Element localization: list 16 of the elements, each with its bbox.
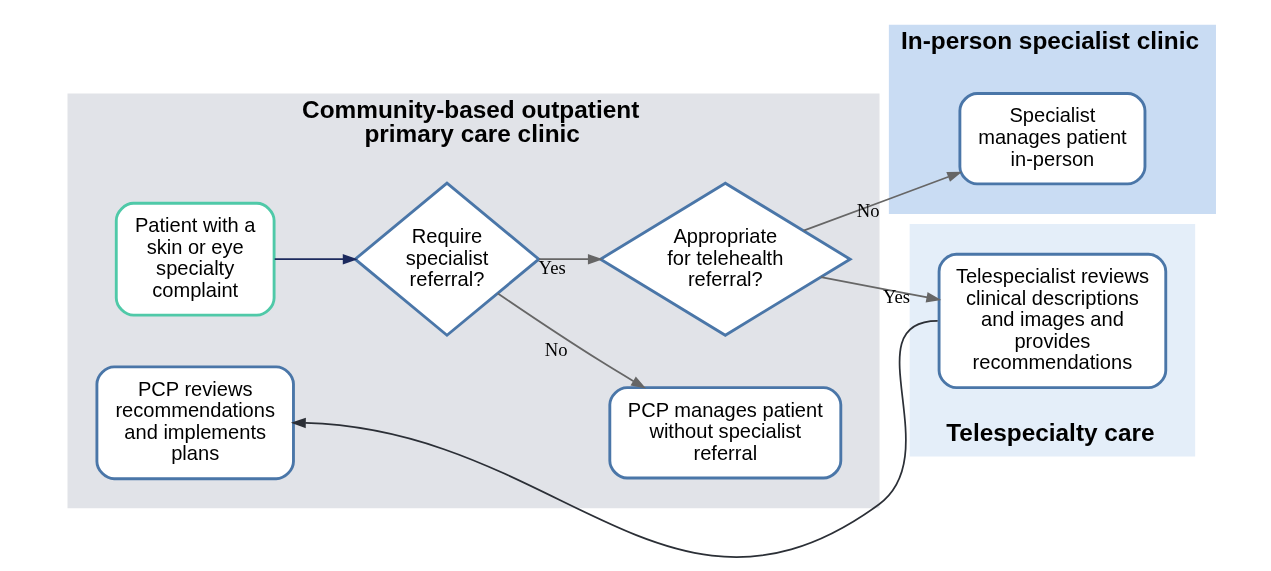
node-box: Patient with a skin or eye specialty complaint [114, 201, 276, 317]
arrow [802, 171, 962, 232]
node-box: Specialist manages patient in-person [957, 92, 1146, 186]
node-box: Telespecialist reviews clinical descriptions and images and provides recommendations [937, 252, 1167, 390]
edge-label: Yes [882, 286, 910, 308]
arrow [273, 254, 358, 265]
node-diamond: Appropriate for telehealth referral? [597, 181, 853, 337]
arrow [496, 292, 646, 389]
node-box: PCP reviews recommendations and implements plans [94, 365, 295, 481]
arrow [537, 254, 603, 265]
edge-label: Yes [538, 257, 566, 279]
node-box: PCP manages patient without specialist referral [607, 386, 842, 480]
arrow [819, 276, 941, 303]
arrow [290, 320, 938, 558]
edge-label: No [544, 339, 568, 361]
edge-label: No [856, 199, 880, 221]
